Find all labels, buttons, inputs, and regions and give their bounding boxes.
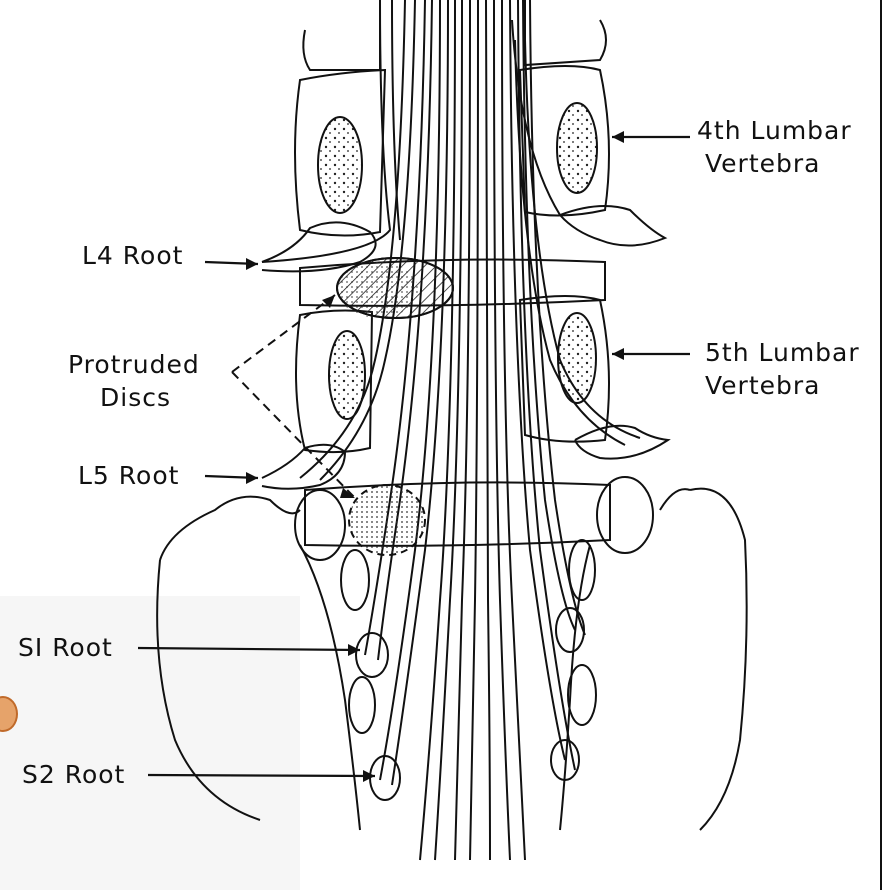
label-l5-root: L5 Root — [78, 460, 179, 491]
label-4th-lumbar-vertebra: Vertebra — [705, 148, 820, 179]
upper-vertebra-right — [525, 0, 606, 65]
label-l4-root: L4 Root — [82, 240, 183, 271]
arrow-s1-root — [138, 648, 360, 650]
upper-vertebra-left — [303, 0, 380, 70]
label-5th-lumbar: 5th Lumbar — [705, 337, 860, 368]
si-joint-right — [597, 477, 653, 553]
label-discs: Discs — [100, 382, 171, 413]
l4-pedicle-right — [557, 103, 597, 193]
protruded-disc-lower — [349, 485, 425, 555]
label-4th-lumbar: 4th Lumbar — [697, 115, 852, 146]
pointer-disc-upper — [232, 295, 335, 372]
sacrum-right-wing — [660, 489, 747, 830]
label-5th-lumbar-vertebra: Vertebra — [705, 370, 820, 401]
arrow-s2-root — [148, 775, 375, 776]
nerve-s1-left — [365, 0, 425, 655]
sacrum-left-wing — [157, 497, 300, 820]
l4-facet-right — [560, 206, 665, 246]
sacrum-inner-right — [560, 545, 590, 830]
l4-pedicle-left — [318, 117, 362, 213]
s1-foramen-right — [556, 608, 584, 652]
label-s2-root: S2 Root — [22, 759, 125, 790]
s1-foramen-left — [356, 633, 388, 677]
si-joint-left — [295, 490, 345, 560]
label-s1-root: SI Root — [18, 632, 113, 663]
label-protruded: Protruded — [68, 349, 200, 380]
